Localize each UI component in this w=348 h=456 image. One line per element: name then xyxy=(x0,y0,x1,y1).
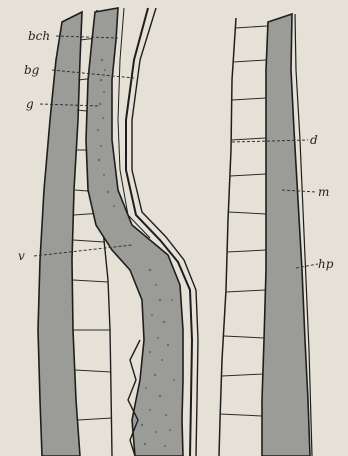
label-m: m xyxy=(318,185,329,199)
label-bg: bg xyxy=(24,63,40,77)
label-d: d xyxy=(310,133,318,147)
label-bch: bch xyxy=(28,29,50,43)
label-g: g xyxy=(26,97,34,111)
label-hp: hp xyxy=(318,257,334,271)
label-v: v xyxy=(18,249,25,263)
